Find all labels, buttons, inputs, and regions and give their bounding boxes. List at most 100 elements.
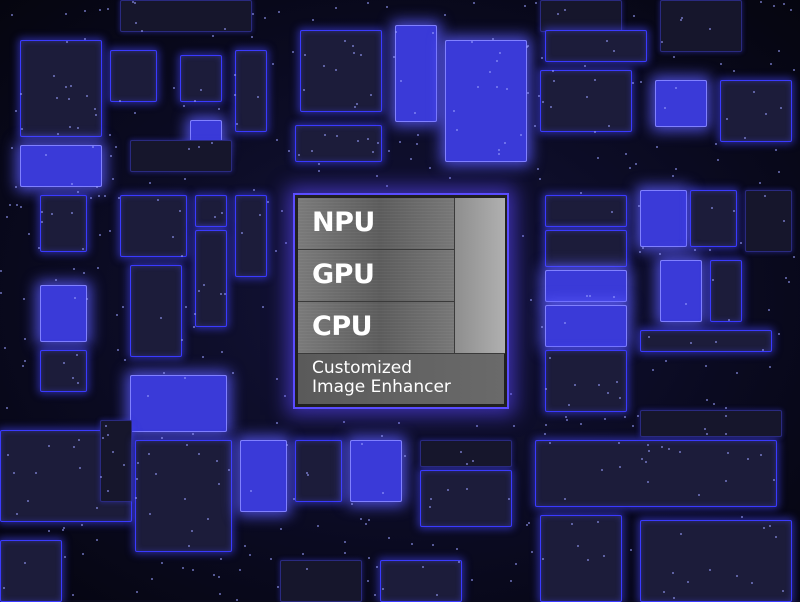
solder-dot xyxy=(304,54,307,57)
solder-dot xyxy=(78,438,81,441)
circuit-component xyxy=(655,80,707,127)
solder-dot xyxy=(134,22,137,25)
solder-dot xyxy=(156,199,159,202)
solder-dot xyxy=(181,339,184,342)
solder-dot xyxy=(201,355,204,358)
solder-dot xyxy=(108,230,111,232)
solder-dot xyxy=(720,62,723,65)
solder-dot xyxy=(202,284,205,287)
solder-dot xyxy=(21,127,24,130)
solder-dot xyxy=(537,94,540,97)
solder-dot xyxy=(283,394,286,397)
solder-dot xyxy=(135,497,138,499)
solder-dot xyxy=(760,453,763,456)
circuit-component xyxy=(180,55,222,102)
solder-dot xyxy=(375,565,378,568)
solder-dot xyxy=(15,185,18,188)
solder-dot xyxy=(727,451,730,454)
solder-dot xyxy=(409,157,412,160)
solder-dot xyxy=(281,210,284,213)
solder-dot xyxy=(134,111,137,114)
solder-dot xyxy=(183,376,186,379)
solder-dot xyxy=(68,97,71,100)
solder-dot xyxy=(234,74,237,77)
solder-dot xyxy=(41,221,44,224)
solder-dot xyxy=(13,471,16,474)
solder-dot xyxy=(472,2,475,5)
solder-dot xyxy=(732,209,735,212)
circuit-component xyxy=(545,230,627,267)
solder-dot xyxy=(380,435,383,438)
solder-dot xyxy=(585,295,588,298)
solder-dot xyxy=(117,197,120,200)
solder-dot xyxy=(647,336,650,339)
solder-dot xyxy=(192,569,195,572)
solder-dot xyxy=(124,358,127,361)
chip-die: NPU GPU CPU Customized Image Enhancer xyxy=(298,198,505,404)
solder-dot xyxy=(778,332,781,335)
solder-dot xyxy=(312,19,315,22)
solder-dot xyxy=(47,530,50,533)
solder-dot xyxy=(715,341,718,344)
solder-dot xyxy=(220,211,223,214)
solder-dot xyxy=(674,87,677,90)
solder-dot xyxy=(577,545,580,548)
solder-dot xyxy=(664,107,667,110)
circuit-component xyxy=(535,440,777,507)
circuit-component xyxy=(540,0,622,32)
solder-dot xyxy=(658,253,661,256)
solder-dot xyxy=(541,57,544,60)
solder-dot xyxy=(470,578,473,581)
solder-dot xyxy=(352,51,355,54)
solder-dot xyxy=(725,432,728,435)
solder-dot xyxy=(198,146,201,149)
solder-dot xyxy=(14,109,17,112)
solder-dot xyxy=(549,106,552,109)
solder-dot xyxy=(647,450,650,453)
solder-dot xyxy=(509,580,512,583)
solder-dot xyxy=(366,2,369,5)
solder-dot xyxy=(96,266,99,269)
solder-dot xyxy=(150,578,153,581)
solder-dot xyxy=(10,147,13,150)
solder-dot xyxy=(741,516,744,519)
solder-dot xyxy=(528,521,531,524)
solder-dot xyxy=(751,581,754,584)
solder-dot xyxy=(768,524,771,527)
solder-dot xyxy=(317,524,320,527)
solder-dot xyxy=(629,548,632,551)
solder-dot xyxy=(732,70,735,73)
solder-dot xyxy=(192,326,195,329)
solder-dot xyxy=(5,407,8,410)
solder-dot xyxy=(386,185,389,188)
circuit-component xyxy=(130,265,182,357)
circuit-component xyxy=(295,440,342,502)
circuit-component xyxy=(380,560,462,602)
solder-dot xyxy=(471,40,474,43)
solder-dot xyxy=(183,105,186,108)
solder-dot xyxy=(573,383,576,386)
solder-dot xyxy=(318,162,321,165)
circuit-component xyxy=(545,195,627,227)
solder-dot xyxy=(322,65,325,68)
solder-dot xyxy=(586,96,589,99)
solder-dot xyxy=(62,361,65,364)
solder-dot xyxy=(40,211,43,214)
solder-dot xyxy=(495,85,498,88)
solder-dot xyxy=(241,231,244,234)
solder-dot xyxy=(101,437,104,440)
solder-dot xyxy=(227,468,230,471)
circuit-component xyxy=(640,520,792,602)
solder-dot xyxy=(108,134,111,137)
solder-dot xyxy=(23,298,26,301)
solder-dot xyxy=(708,28,711,31)
solder-dot xyxy=(343,40,346,43)
solder-dot xyxy=(422,565,425,568)
solder-dot xyxy=(639,80,642,83)
solder-dot xyxy=(594,79,597,82)
solder-dot xyxy=(523,4,526,7)
solder-dot xyxy=(51,213,54,216)
solder-dot xyxy=(705,433,708,436)
solder-dot xyxy=(184,177,187,180)
solder-dot xyxy=(288,150,291,153)
